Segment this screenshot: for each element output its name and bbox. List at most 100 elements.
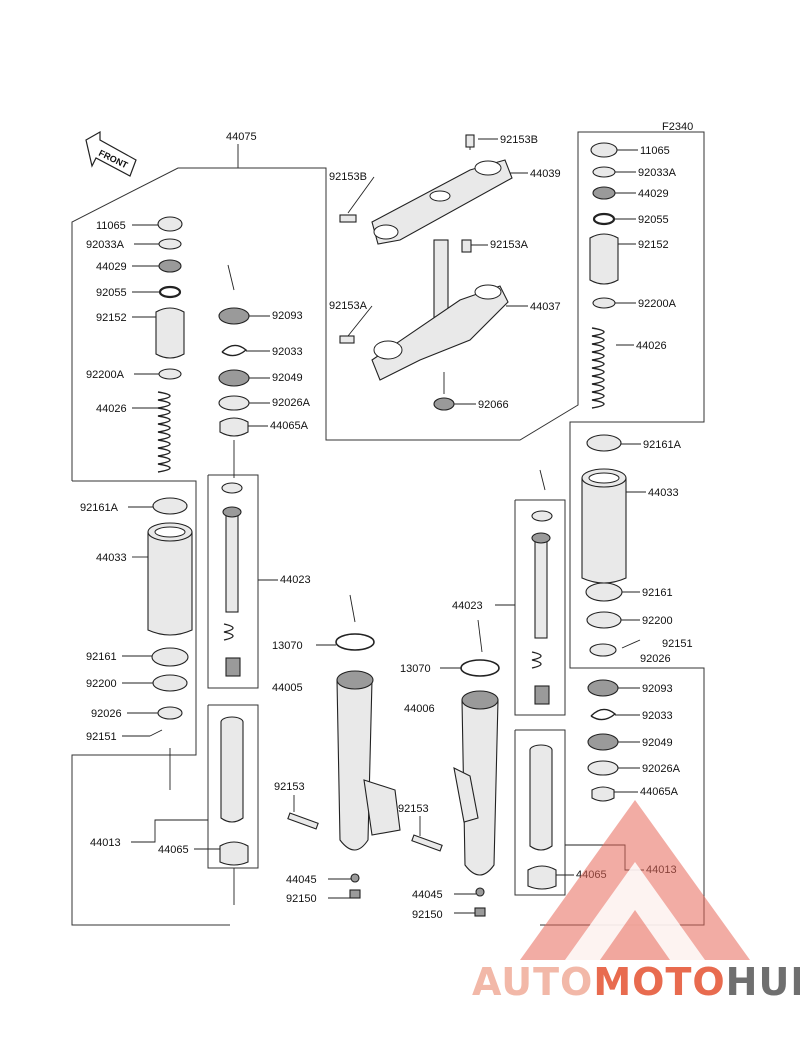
label-spring-right: 44026: [636, 340, 667, 352]
label-piston-right: 44023: [452, 600, 483, 612]
label-outer-left: 44005: [272, 682, 303, 694]
label-cap-left: 11065: [96, 220, 126, 232]
label-cyl-right: 44033: [648, 487, 679, 499]
oring-left: [158, 238, 182, 250]
watermark-auto: AUTO: [472, 960, 594, 1004]
stopper-left: [151, 647, 189, 667]
label-spring-left: 44026: [96, 403, 127, 415]
collar-left: [152, 674, 188, 692]
label-collar-left: 92200: [86, 678, 117, 690]
washer-a: [218, 395, 250, 411]
label-washer-left: 92200A: [86, 369, 125, 381]
damper-rod-left: [222, 506, 242, 613]
right-damper-parts: [527, 469, 557, 890]
outer-tube-right: [411, 619, 500, 917]
label-bushing-a: 44065A: [270, 420, 309, 432]
left-damper-parts: [218, 264, 250, 905]
damper-valve-left: [225, 657, 241, 677]
label-washer-a: 92026A: [272, 397, 311, 409]
washer-left: [158, 368, 182, 380]
screw-left: [149, 729, 163, 737]
label-nut-right: 44029: [638, 188, 669, 200]
front-arrow-icon: FRONT: [85, 130, 137, 177]
label-cyl-left: 44033: [96, 552, 127, 564]
piston-ring-left: [221, 482, 243, 494]
clamp-right: [589, 643, 617, 657]
leader-lines: [122, 138, 646, 914]
bushing-left: [219, 841, 249, 866]
label-cap-right: 11065: [640, 145, 670, 157]
bushing-a: [219, 417, 249, 437]
label-ring-left: 92055: [96, 287, 127, 299]
bushing-right: [527, 865, 557, 890]
label-washer-right: 92200A: [638, 298, 677, 310]
circlip-b: [590, 708, 617, 721]
washer-axle-left: [350, 873, 360, 883]
bolt-top1: [465, 134, 475, 148]
ring-right: [592, 212, 616, 226]
seal-a: [218, 307, 250, 325]
watermark-moto: MOTO: [593, 960, 726, 1004]
bolt-left: [287, 812, 319, 830]
damper-valve-right: [534, 685, 550, 705]
label-stem: 44037: [530, 301, 561, 313]
bolt-mid1: [461, 239, 472, 253]
cap-right: [590, 142, 618, 158]
label-ring-right: 92055: [638, 214, 669, 226]
label-nut-left: 44029: [96, 261, 127, 273]
cylinder-right: [581, 468, 627, 584]
part-labels: 44075 11065 92033A 44029 92055 92152 922…: [80, 131, 693, 921]
label-oring-right: 92033A: [638, 167, 677, 179]
damper-spring-right: [531, 651, 542, 669]
label-bolt-right: 92153: [398, 803, 429, 815]
stopper-right: [585, 582, 623, 602]
label-guide-a: 92049: [272, 372, 303, 384]
bolt-right: [411, 834, 443, 852]
spring-left: [157, 391, 171, 473]
seat-right: [586, 434, 622, 452]
nut-axle-left: [349, 889, 361, 899]
steering-stem: [339, 239, 509, 411]
collar-right: [586, 611, 622, 629]
label-screw-right: 92151: [662, 638, 693, 650]
bolt-mid2: [339, 335, 355, 344]
watermark-logo-icon: [520, 800, 750, 960]
upper-bracket: [371, 159, 513, 245]
label-bolt-mid2: 92153A: [329, 300, 368, 312]
cap-left: [157, 216, 183, 232]
label-gasket-right: 13070: [400, 663, 431, 675]
label-seal-a: 92093: [272, 310, 303, 322]
damper-spring-left: [223, 623, 234, 641]
label-seat-right: 92161A: [643, 439, 682, 451]
inner-tube-left: [220, 722, 244, 823]
diagram-code: F2340: [662, 121, 693, 133]
label-spacer-right: 92152: [638, 239, 669, 251]
right-fork-internals: [581, 142, 641, 802]
seat-left: [152, 497, 188, 515]
label-screw-left: 92151: [86, 731, 117, 743]
label-guide-b: 92049: [642, 737, 673, 749]
nut-left: [158, 259, 182, 273]
seal-b: [587, 679, 619, 697]
label-upper-bracket: 44039: [530, 168, 561, 180]
label-seal-b: 92093: [642, 683, 673, 695]
label-gasket-left: 13070: [272, 640, 303, 652]
bolt-top2: [339, 214, 357, 223]
top-bracket: [339, 134, 513, 245]
label-washer-axle-right: 44045: [412, 889, 443, 901]
label-circlip-a: 92033: [272, 346, 303, 358]
circlip-a: [221, 344, 248, 357]
clamp-left: [157, 706, 183, 720]
guide-a: [218, 369, 250, 387]
ring-left: [158, 285, 182, 299]
outer-tube-left: [287, 594, 401, 899]
gasket-left: [335, 633, 375, 651]
label-stopper-right: 92161: [642, 587, 673, 599]
label-bushing-b: 44065A: [640, 786, 679, 798]
spring-right: [591, 327, 605, 409]
label-nut-axle-left: 92150: [286, 893, 317, 905]
label-washer-b: 92026A: [642, 763, 681, 775]
label-nut-axle-right: 92150: [412, 909, 443, 921]
label-bolt-mid1: 92153A: [490, 239, 529, 251]
